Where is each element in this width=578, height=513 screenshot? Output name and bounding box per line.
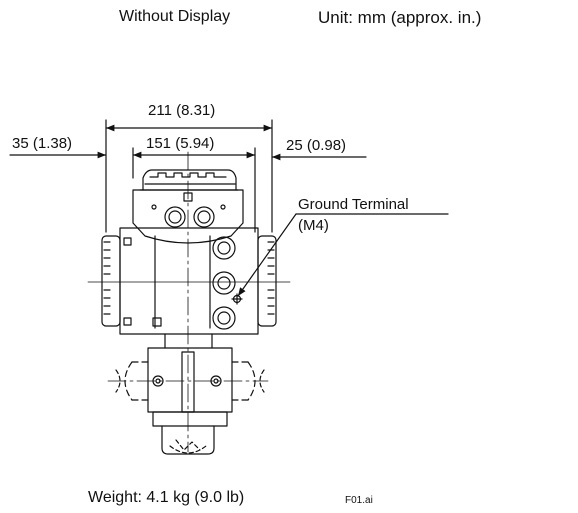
ground-terminal-spec: (M4) <box>298 217 329 234</box>
weight-note: Weight: 4.1 kg (9.0 lb) <box>88 489 245 506</box>
unit-note: Unit: mm (approx. in.) <box>318 8 482 27</box>
side-ports <box>212 236 243 330</box>
pipe <box>161 425 215 455</box>
upper-body <box>132 189 244 244</box>
overall-width-dimension: 211 (8.31) <box>148 102 216 119</box>
ground-terminal-leader <box>237 213 297 297</box>
mounting-bracket <box>115 347 265 427</box>
figure-id: F01.ai <box>345 495 373 506</box>
center-lines <box>87 151 291 453</box>
terminal-cap <box>139 169 239 191</box>
dimension-lines <box>9 119 367 233</box>
body-width-dimension: 151 (5.94) <box>146 135 215 152</box>
neck <box>164 333 213 349</box>
main-housing <box>101 227 277 335</box>
ground-terminal-label: Ground Terminal <box>298 196 409 213</box>
display-variant-label: Without Display <box>119 8 231 25</box>
right-offset-dimension: 25 (0.98) <box>286 137 347 154</box>
left-offset-dimension: 35 (1.38) <box>12 135 73 152</box>
